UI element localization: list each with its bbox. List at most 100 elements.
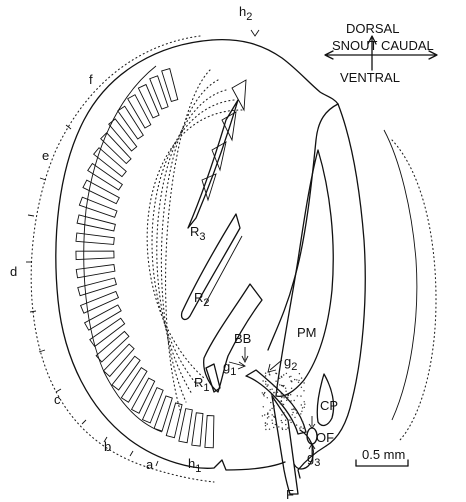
- stipple-dot: [301, 387, 302, 388]
- stipple-dot: [265, 381, 266, 382]
- marginal-tooth: [121, 368, 147, 403]
- stipple-dot: [273, 392, 274, 393]
- stipple-dot: [263, 394, 264, 395]
- stipple-dot: [287, 427, 288, 428]
- marginal-tooth: [192, 413, 203, 446]
- stipple-dot: [266, 386, 267, 387]
- stipple-dot: [279, 373, 280, 374]
- label-snout: SNOUT: [332, 38, 378, 53]
- marginal-tooth: [138, 85, 159, 118]
- tooth-r3: [188, 100, 238, 228]
- label-h1: h1: [188, 456, 201, 475]
- stipple-dot: [298, 380, 299, 381]
- stipple-dot: [276, 392, 277, 393]
- marginal-tooth: [166, 403, 182, 438]
- stipple-dot: [292, 414, 293, 415]
- label-d: d: [10, 264, 17, 279]
- stipple-dot: [299, 428, 300, 429]
- stipple-dot: [290, 376, 291, 377]
- stipple-dot: [263, 395, 264, 396]
- marginal-tooth: [96, 331, 129, 362]
- marginal-tooth: [76, 265, 115, 278]
- stipple-dot: [277, 385, 278, 386]
- stipple-dot: [286, 400, 287, 401]
- stipple-dot: [294, 417, 295, 418]
- marginal-tooth: [109, 119, 137, 151]
- marginal-tooth: [78, 278, 117, 296]
- stipple-dot: [264, 414, 265, 415]
- marginal-tooth: [112, 356, 140, 390]
- stipple-dot: [283, 404, 284, 405]
- stipple-dot: [294, 400, 295, 401]
- stipple-dot: [286, 373, 287, 374]
- stipple-dot: [271, 389, 272, 390]
- stipple-dot: [303, 428, 304, 429]
- label-bb: BB: [234, 331, 251, 346]
- stipple-dot: [283, 386, 284, 387]
- stipple-dot: [279, 378, 280, 379]
- label-pm: PM: [297, 325, 317, 340]
- scale-bar-label: 0.5 mm: [362, 447, 405, 462]
- marginal-tooth: [104, 344, 135, 376]
- marginal-tooth: [90, 318, 125, 346]
- stipple-dot: [269, 409, 270, 410]
- stipple-dot: [263, 406, 264, 407]
- stipple-dot: [267, 397, 268, 398]
- label-f: f: [89, 72, 93, 87]
- orientation-compass: DORSAL SNOUT CAUDAL VENTRAL: [325, 21, 437, 85]
- label-h2: h2: [239, 4, 252, 23]
- stipple-dot: [281, 376, 282, 377]
- stipple-dot: [267, 384, 268, 385]
- stipple-dot: [281, 393, 282, 394]
- rod-f: [272, 396, 298, 494]
- stipple-dot: [264, 393, 265, 394]
- stipple-dot: [287, 399, 288, 400]
- stipple-dot: [294, 408, 295, 409]
- stipple-dot: [269, 374, 270, 375]
- stipple-dot: [296, 379, 297, 380]
- replacement-row-dots: [157, 90, 226, 394]
- stipple-dot: [285, 429, 286, 430]
- stipple-dot: [272, 423, 273, 424]
- marginal-tooth: [128, 95, 151, 128]
- stipple-dot: [275, 424, 276, 425]
- stipple-dot: [279, 384, 280, 385]
- stipple-dot: [296, 424, 297, 425]
- replacement-row-dots: [152, 100, 234, 386]
- stipple-dot: [303, 382, 304, 383]
- stipple-dot: [294, 379, 295, 380]
- stipple-dot: [301, 404, 302, 405]
- label-cp: CP: [320, 398, 338, 413]
- label-g3: g3: [307, 450, 320, 469]
- stipple-dot: [302, 421, 303, 422]
- stipple-dot: [291, 409, 292, 410]
- marginal-tooth: [79, 197, 117, 217]
- marginal-tooth: [76, 251, 114, 259]
- stipple-dot: [267, 412, 268, 413]
- stipple-dot: [283, 397, 284, 398]
- stipple-dot: [291, 381, 292, 382]
- label-e: e: [42, 148, 49, 163]
- stipple-dot: [303, 390, 304, 391]
- stipple-dot: [271, 408, 272, 409]
- stipple-dot: [281, 397, 282, 398]
- stipple-dot: [273, 385, 274, 386]
- stipple-dot: [292, 412, 293, 413]
- stipple-dot: [269, 429, 270, 430]
- stipple-dot: [262, 392, 263, 393]
- stipple-dot: [281, 403, 282, 404]
- stipple-dot: [304, 401, 305, 402]
- stipple-dot: [301, 411, 302, 412]
- stipple-dot: [267, 423, 268, 424]
- stipple-dot: [281, 414, 282, 415]
- label-c: c: [54, 392, 61, 407]
- stipple-dot: [285, 391, 286, 392]
- stipple-dot: [271, 394, 272, 395]
- stipple-dot: [278, 426, 279, 427]
- label-f-structure: F: [286, 487, 294, 502]
- stipple-dot: [265, 429, 266, 430]
- stipple-dot: [262, 415, 263, 416]
- stipple-dot: [300, 413, 301, 414]
- label-caudal: CAUDAL: [381, 38, 434, 53]
